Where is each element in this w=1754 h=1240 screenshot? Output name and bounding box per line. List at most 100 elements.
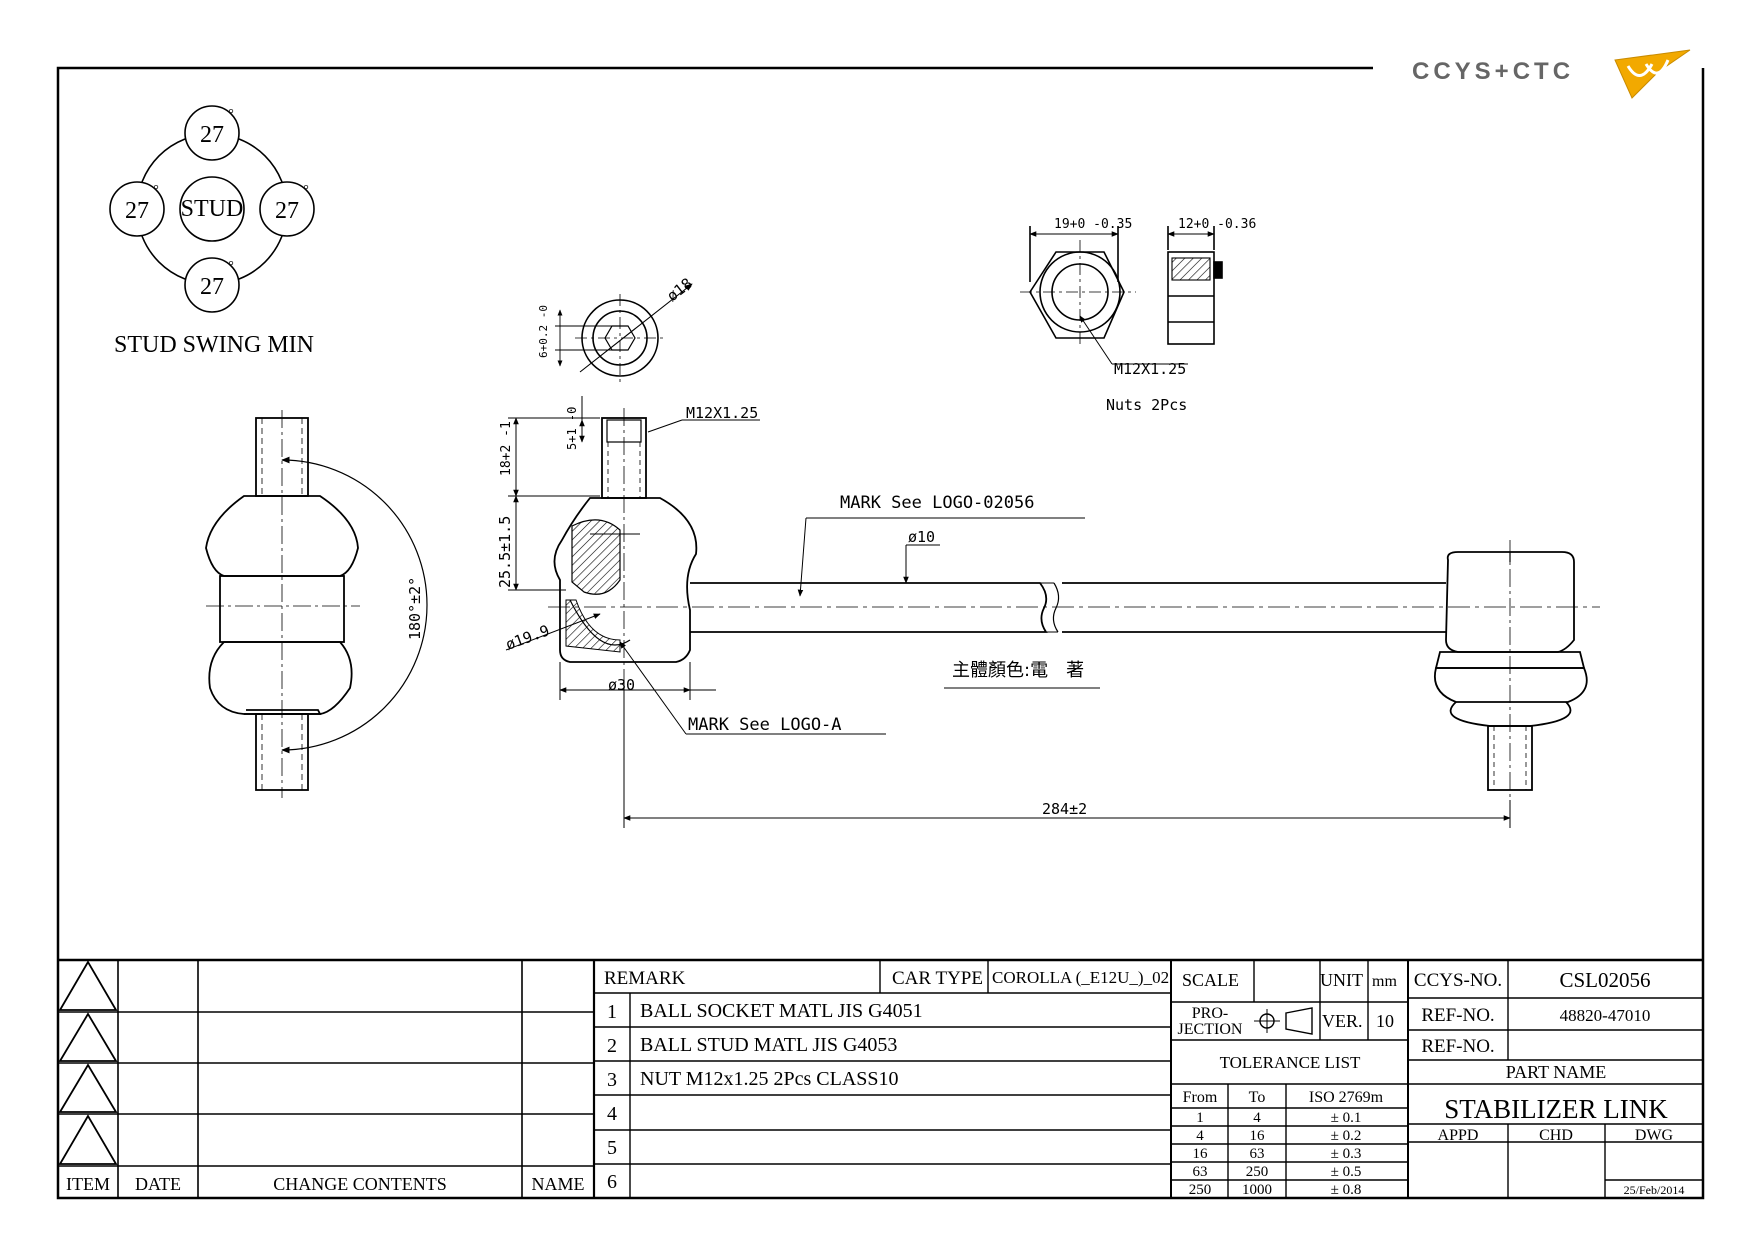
svg-text:63: 63 xyxy=(1250,1146,1265,1162)
sheet-border xyxy=(56,66,1705,1200)
svg-text:°: ° xyxy=(228,107,234,122)
svg-text:To: To xyxy=(1249,1089,1266,1106)
nut-height-dim: 12+0 -0.36 xyxy=(1178,217,1256,232)
svg-text:NAME: NAME xyxy=(532,1174,585,1194)
svg-text:5: 5 xyxy=(607,1137,617,1159)
swing-center: STUD xyxy=(181,196,244,222)
stud-swing-labels: 27 27 27 27 STUD ° ° ° ° STUD SWING MIN xyxy=(114,107,314,358)
part-name: STABILIZER LINK xyxy=(1444,1094,1668,1124)
svg-text:1: 1 xyxy=(1196,1110,1204,1126)
svg-text:DATE: DATE xyxy=(135,1174,181,1194)
drawing-date: 25/Feb/2014 xyxy=(1624,1183,1685,1197)
svg-text:PART NAME: PART NAME xyxy=(1506,1062,1606,1082)
svg-text:250: 250 xyxy=(1246,1164,1269,1180)
svg-text:63: 63 xyxy=(1193,1164,1208,1180)
company-logo: CCYS+CTC xyxy=(1412,49,1691,99)
dimension-labels: M12X1.25 18+2 -1 5+1 -0 25.5±1.5 ø19.9 ø… xyxy=(496,404,1087,818)
svg-text:± 0.1: ± 0.1 xyxy=(1331,1110,1362,1126)
nut-side-view xyxy=(1167,226,1223,345)
remark-row-1: BALL SOCKET MATL JIS G4051 xyxy=(640,1000,923,1022)
svg-text:16: 16 xyxy=(1250,1128,1266,1144)
svg-text:CHD: CHD xyxy=(1539,1127,1573,1144)
body-color-note: 主體顏色:電 著 xyxy=(952,660,1084,681)
title-block-text: CCYS-NO. CSL02056 REF-NO. 48820-47010 RE… xyxy=(1414,968,1684,1197)
dimension-lines xyxy=(505,396,1511,828)
svg-text:± 0.5: ± 0.5 xyxy=(1331,1164,1362,1180)
thread-len-dim: 18+2 -1 xyxy=(499,421,514,476)
remark-row-3: NUT M12x1.25 2Pcs CLASS10 xyxy=(640,1068,899,1090)
stabilizer-link xyxy=(548,408,1600,800)
nut-thread-label: M12X1.25 xyxy=(1114,360,1186,378)
stud-dia-dim: ø18 xyxy=(663,274,695,305)
svg-text:ITEM: ITEM xyxy=(66,1174,110,1194)
stud-end-view xyxy=(555,283,693,382)
mark-logo-note: MARK See LOGO-02056 xyxy=(840,493,1034,513)
remark-table xyxy=(594,960,1172,1198)
swing-angle-dim: 180°±2° xyxy=(406,577,424,640)
svg-text:1: 1 xyxy=(607,1001,617,1023)
remark-row-2: BALL STUD MATL JIS G4053 xyxy=(640,1034,897,1056)
svg-text:°: ° xyxy=(303,183,309,198)
svg-text:°: ° xyxy=(228,259,234,274)
svg-text:6: 6 xyxy=(607,1171,617,1193)
nut-width-dim: 19+0 -0.35 xyxy=(1054,217,1132,232)
joint-side-view xyxy=(205,410,428,798)
swing-top: 27 xyxy=(200,122,224,148)
svg-text:CHANGE CONTENTS: CHANGE CONTENTS xyxy=(273,1174,447,1194)
svg-text:4: 4 xyxy=(1196,1128,1204,1144)
revision-headers: ITEM DATE CHANGE CONTENTS NAME xyxy=(66,1174,585,1194)
svg-text:APPD: APPD xyxy=(1438,1127,1479,1144)
svg-text:REF-NO.: REF-NO. xyxy=(1421,1005,1494,1026)
svg-text:± 0.2: ± 0.2 xyxy=(1331,1128,1362,1144)
svg-text:± 0.3: ± 0.3 xyxy=(1331,1146,1362,1162)
hex-depth-dim: 5+1 -0 xyxy=(565,407,579,450)
svg-text:16: 16 xyxy=(1193,1146,1209,1162)
svg-text:10: 10 xyxy=(1376,1011,1394,1031)
svg-text:mm: mm xyxy=(1372,973,1397,990)
svg-text:VER.: VER. xyxy=(1322,1011,1363,1031)
title-block xyxy=(1408,960,1703,1198)
svg-text:± 0.8: ± 0.8 xyxy=(1331,1182,1362,1198)
svg-text:DWG: DWG xyxy=(1635,1127,1674,1144)
svg-text:From: From xyxy=(1183,1089,1218,1106)
svg-text:CCYS-NO.: CCYS-NO. xyxy=(1414,970,1502,991)
svg-text:PRO-: PRO- xyxy=(1192,1005,1228,1022)
tolerance-title: TOLERANCE LIST xyxy=(1220,1053,1361,1072)
thread-left-label: M12X1.25 xyxy=(686,404,758,422)
swing-bottom: 27 xyxy=(200,274,224,300)
length-dim: 284±2 xyxy=(1042,800,1087,818)
housing-dia-dim: ø30 xyxy=(608,676,635,694)
car-type-value: COROLLA (_E12U_)_02 xyxy=(992,968,1169,987)
svg-text:°: ° xyxy=(153,183,159,198)
logo-mark xyxy=(1614,49,1691,99)
stud-swing-diagram xyxy=(109,105,315,313)
swing-caption: STUD SWING MIN xyxy=(114,332,314,358)
svg-text:4: 4 xyxy=(1253,1110,1261,1126)
svg-text:SCALE: SCALE xyxy=(1182,970,1239,990)
scale-block-text: SCALE UNIT mm PRO- JECTION VER. 10 TOLER… xyxy=(1178,970,1398,1198)
logo-text: CCYS+CTC xyxy=(1412,58,1574,85)
ref-number: 48820-47010 xyxy=(1560,1006,1651,1025)
nuts-note: Nuts 2Pcs xyxy=(1106,396,1187,414)
scale-block xyxy=(1171,960,1409,1198)
swing-right: 27 xyxy=(275,198,299,224)
svg-text:4: 4 xyxy=(607,1103,617,1125)
svg-text:250: 250 xyxy=(1189,1182,1212,1198)
nut-front-view xyxy=(1020,226,1188,365)
bar-dia-dim: ø10 xyxy=(908,528,935,546)
ccys-number: CSL02056 xyxy=(1559,968,1650,992)
svg-text:CAR TYPE: CAR TYPE xyxy=(892,968,983,989)
svg-text:2: 2 xyxy=(607,1035,617,1057)
svg-text:3: 3 xyxy=(607,1069,617,1091)
height-dim: 25.5±1.5 xyxy=(496,516,514,588)
svg-text:JECTION: JECTION xyxy=(1178,1021,1243,1038)
mark-logo-a-note: MARK See LOGO-A xyxy=(688,715,842,735)
svg-text:UNIT: UNIT xyxy=(1320,970,1363,990)
svg-text:REMARK: REMARK xyxy=(604,968,686,989)
hex-socket-dim: 6+0.2 -0 xyxy=(537,305,550,358)
svg-text:ISO 2769m: ISO 2769m xyxy=(1309,1089,1384,1106)
remark-text: REMARK CAR TYPE COROLLA (_E12U_)_02 1 2 … xyxy=(604,968,1169,1193)
swing-left: 27 xyxy=(125,198,149,224)
nut-labels: 19+0 -0.35 12+0 -0.36 M12X1.25 Nuts 2Pcs xyxy=(1054,217,1256,414)
